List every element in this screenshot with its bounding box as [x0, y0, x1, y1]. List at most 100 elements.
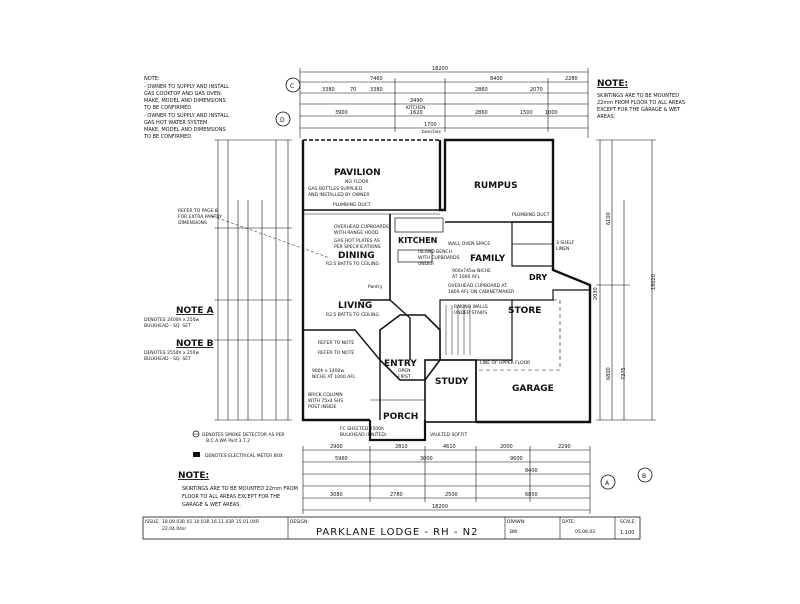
- note-header: NOTE:: [178, 471, 209, 481]
- annotation: OVERHEAD CUPBOARD AT: [448, 283, 507, 289]
- note-line: AREAS.: [597, 114, 616, 120]
- dim-label: 1000: [545, 110, 558, 116]
- left-dimensions: [214, 139, 292, 421]
- dim-label: 2070: [530, 87, 543, 93]
- room-kitchen: KITCHEN: [398, 236, 437, 245]
- room-living-sub: R2.5 BATTS TO CEILING: [326, 312, 379, 318]
- dim-label: 3380: [370, 87, 383, 93]
- side-note-line: FOR EXTRA PANTRY: [178, 214, 222, 220]
- dim-label: 1700: [424, 122, 437, 128]
- svg-text:C: C: [290, 83, 294, 90]
- legend-text: DENOTES ELECTRICAL METER BOX: [205, 453, 283, 459]
- dim-label: 2290: [558, 444, 571, 450]
- annotation: UNDER: [418, 261, 434, 267]
- svg-text:B: B: [642, 473, 646, 480]
- bottom-dimension-labels: 2900 2810 4610 2000 2290 5960 3000 9600 …: [330, 444, 571, 510]
- note-a: NOTE A DENOTES 2400h x 250w BULKHEAD - S…: [144, 306, 214, 329]
- dim-label: 2860: [475, 110, 488, 116]
- dim-label: 6100: [606, 212, 612, 225]
- room-garage: GARAGE: [512, 384, 554, 394]
- note-line: TO BE CONFIRMED: [143, 134, 191, 140]
- side-note-line: DIMENSIONS: [178, 220, 207, 226]
- dim-label: benches: [422, 129, 442, 135]
- note-b-line: BULKHEAD - SQ. SET: [144, 356, 191, 362]
- side-note-line: REFER TO PAGE 8: [178, 208, 218, 214]
- note-b-line: DENOTES 2550h x 250w: [144, 350, 200, 356]
- dim-label: 3490: [410, 98, 423, 104]
- svg-text:D: D: [280, 117, 285, 124]
- annotation: LINEN: [556, 246, 569, 252]
- note-a-line: DENOTES 2400h x 250w: [144, 317, 200, 323]
- annotation: REFER TO NOTE: [318, 350, 354, 356]
- dim-label: 3380: [322, 87, 335, 93]
- dim-label: 2500: [445, 492, 458, 498]
- legend-text: DENOTES SMOKE DETECTOR AS PER: [202, 432, 285, 438]
- dim-label: 1500: [520, 110, 533, 116]
- note-line: GAS COOKTOP AND GAS OVEN.: [144, 91, 223, 97]
- note-line: GAS HOT WATER SYSTEM.: [144, 120, 209, 126]
- dim-label: 6800: [606, 367, 612, 380]
- annotation: BULKHEAD (UNITED): [340, 432, 387, 438]
- note-b-header: NOTE B: [176, 339, 214, 349]
- room-pavilion: PAVILION: [334, 168, 381, 178]
- room-dining-sub: R2.5 BATTS TO CEILING: [326, 261, 379, 267]
- building-walls: [301, 138, 592, 442]
- room-dining: DINING: [338, 251, 375, 261]
- note-line: NOTE:: [144, 76, 160, 82]
- annotation: PLUMBING DUCT: [333, 202, 371, 208]
- svg-text:A: A: [605, 480, 610, 487]
- grid-marker-a: A: [600, 474, 616, 490]
- dim-label: 3000: [420, 456, 433, 462]
- dim-label: 3900: [335, 110, 348, 116]
- issue-dates: 18.09.03R 01.10.03R 16.11.03R 15.01.04R: [162, 519, 259, 525]
- dim-overall-right: 18020: [651, 274, 657, 290]
- dim-label: 2000: [500, 444, 513, 450]
- annotation: UNDER STAIRS: [454, 310, 487, 316]
- note-top-right: NOTE: SKIRTINGS ARE TO BE MOUNTED 22mm F…: [597, 79, 685, 120]
- grid-marker-d: D: [275, 111, 291, 127]
- annotation: FIRST: [398, 374, 411, 380]
- room-labels: PAVILION NO FLOOR RUMPUS KITCHEN DINING …: [326, 168, 554, 422]
- dim-label: 2860: [475, 87, 488, 93]
- annotation: FC SHEETED 2500h: [340, 426, 384, 432]
- annotation: BRICK COLUMN: [308, 392, 343, 398]
- design-label: DESIGN:: [290, 519, 309, 525]
- legend-smoke-detector: DENOTES SMOKE DETECTOR AS PER B.C.A.WA P…: [192, 430, 285, 444]
- annotation: REFER TO NOTE: [318, 340, 354, 346]
- grid-marker-b: B: [637, 467, 653, 483]
- dim-label: 8400: [525, 468, 538, 474]
- note-line: SKIRTINGS ARE TO BE MOUNTED: [597, 93, 679, 99]
- legend-text: B.C.A.WA Part 3.7.2: [206, 438, 250, 444]
- right-dimensions: [596, 139, 656, 421]
- dim-label: 9600: [510, 456, 523, 462]
- annotation: LINE OF UPPER FLOOR: [480, 360, 530, 366]
- dim-overall-bottom: 18200: [432, 504, 448, 510]
- dim-label: 2280: [565, 76, 578, 82]
- room-living: LIVING: [338, 301, 372, 311]
- note-line: MAKE, MODEL AND DIMENSIONS: [144, 127, 226, 133]
- note-header: NOTE:: [597, 79, 628, 89]
- plan-annotations: GAS BOTTLES SUPPLIED AND INSTALLED BY OW…: [308, 186, 575, 438]
- room-porch: PORCH: [383, 412, 418, 422]
- annotation: PER SPECIFICATIONS: [334, 244, 381, 250]
- dim-overall-top: 18200: [432, 66, 448, 72]
- room-dry: DRY: [529, 273, 547, 282]
- scale-value: 1:100: [620, 530, 634, 536]
- annotation: PLUMBING DUCT: [512, 212, 550, 218]
- dim-label: 2810: [395, 444, 408, 450]
- annotation: 900h x 1400w: [312, 368, 344, 374]
- dim-label: 2030: [593, 287, 599, 300]
- grid-marker-c: C: [285, 77, 301, 93]
- notes-top-left: NOTE: - OWNER TO SUPPLY AND INSTALL GAS …: [143, 76, 229, 140]
- dim-label: 70: [350, 87, 356, 93]
- room-rumpus: RUMPUS: [474, 181, 518, 191]
- annotation: GAS BOTTLES SUPPLIED: [308, 186, 363, 192]
- note-line: GARAGE & WET AREAS.: [182, 502, 241, 508]
- note-line: FLOOR TO ALL AREAS EXCEPT FOR THE: [182, 494, 280, 500]
- dim-label: 3080: [330, 492, 343, 498]
- dim-label: 8400: [490, 76, 503, 82]
- issue-label: ISSUE:: [145, 519, 160, 525]
- annotation: 1800 AFL ON CABINETMAKER: [448, 289, 514, 295]
